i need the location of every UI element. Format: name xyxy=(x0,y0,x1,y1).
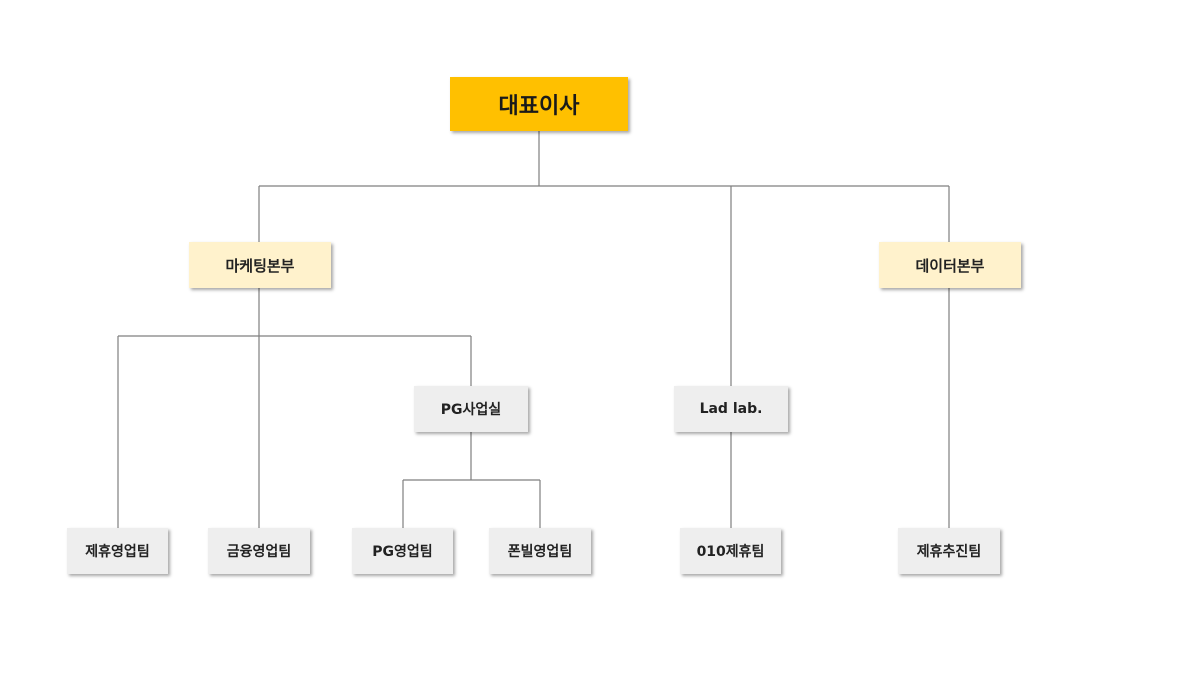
lad-lab-box: Lad lab. xyxy=(674,386,788,432)
marketing-division-box: 마케팅본부 xyxy=(189,242,331,288)
partnership-promo-team-label: 제휴추진팀 xyxy=(916,544,982,560)
marketing-division-label: 마케팅본부 xyxy=(225,256,295,275)
pg-office-box: PG사업실 xyxy=(414,386,528,432)
pg-office-label: PG사업실 xyxy=(440,402,502,418)
data-division-box: 데이터본부 xyxy=(879,242,1021,288)
partnership-sales-team-box: 제휴영업팀 xyxy=(67,528,168,574)
pg-sales-team-label: PG영업팀 xyxy=(372,544,433,560)
partnership-010-team-label: 010제휴팀 xyxy=(696,544,765,560)
partnership-sales-team-label: 제휴영업팀 xyxy=(85,544,150,560)
ceo-box: 대표이사 xyxy=(450,77,628,131)
finance-sales-team-box: 금융영업팀 xyxy=(208,528,310,574)
phonebill-sales-team-label: 폰빌영업팀 xyxy=(507,544,573,560)
ceo-label: 대표이사 xyxy=(498,94,580,119)
pg-sales-team-box: PG영업팀 xyxy=(352,528,453,574)
partnership-promo-team-box: 제휴추진팀 xyxy=(898,528,1000,574)
finance-sales-team-label: 금융영업팀 xyxy=(226,544,292,560)
partnership-010-team-box: 010제휴팀 xyxy=(680,528,781,574)
phonebill-sales-team-box: 폰빌영업팀 xyxy=(489,528,591,574)
lad-lab-label: Lad lab. xyxy=(699,401,763,417)
data-division-label: 데이터본부 xyxy=(915,256,985,275)
